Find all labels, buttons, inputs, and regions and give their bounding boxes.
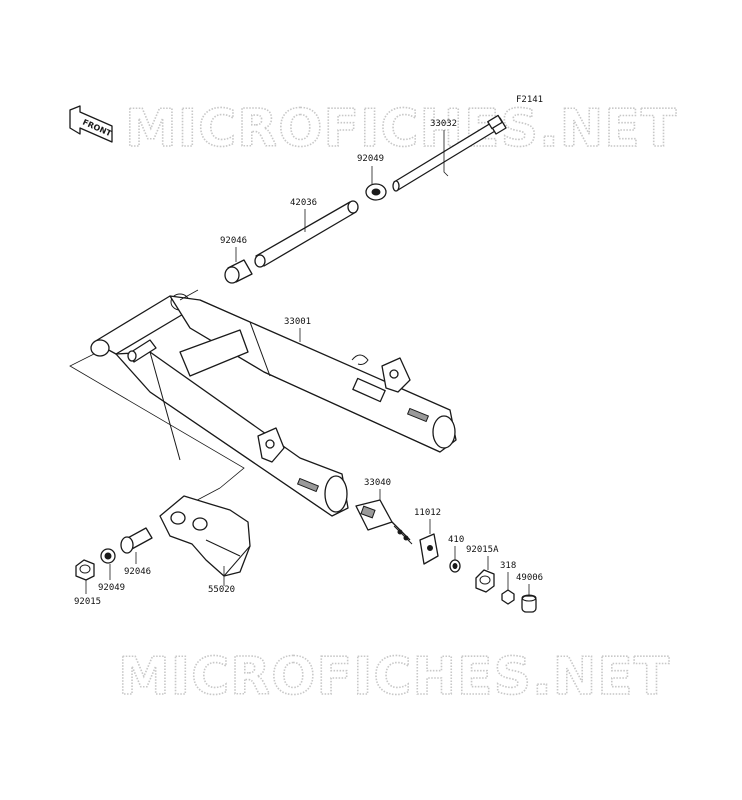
swingarm-33001 [90, 293, 457, 517]
nut-318 [501, 589, 515, 605]
washer-92049-bottom [100, 548, 116, 564]
bearing-92046-bottom [120, 527, 153, 554]
callout-92049-top: 92049 [357, 154, 384, 164]
callout-33032: 33032 [430, 119, 457, 129]
callout-92046-bottom: 92046 [124, 567, 151, 577]
callout-33040: 33040 [364, 478, 391, 488]
washer-410 [449, 559, 461, 573]
callout-92049-bottom: 92049 [98, 583, 125, 593]
plate-11012 [419, 533, 439, 565]
chain-adjuster-33040 [355, 499, 413, 545]
callout-318: 318 [500, 561, 516, 571]
callout-42036: 42036 [290, 198, 317, 208]
front-arrow-icon: FRONT [69, 105, 113, 143]
callout-49006: 49006 [516, 573, 543, 583]
callout-92015a: 92015A [466, 545, 499, 555]
chain-guide-55020 [159, 495, 251, 577]
bearing-92046-top [224, 259, 253, 284]
callout-11012: 11012 [414, 508, 441, 518]
diagram-code: F2141 [516, 95, 543, 105]
callout-33001: 33001 [284, 317, 311, 327]
sleeve-42036 [254, 200, 359, 268]
nut-92015 [75, 559, 95, 581]
cap-49006 [521, 594, 537, 613]
pivot-shaft-33032 [392, 114, 507, 192]
nut-92015a [475, 569, 495, 593]
watermark-top: MICROFICHES.NET [125, 99, 677, 159]
callout-55020: 55020 [208, 585, 235, 595]
washer-92049-top [365, 183, 387, 201]
callout-92046-top: 92046 [220, 236, 247, 246]
callout-92015: 92015 [74, 597, 101, 607]
callout-410: 410 [448, 535, 464, 545]
watermark-bottom: MICROFICHES.NET [118, 647, 670, 707]
